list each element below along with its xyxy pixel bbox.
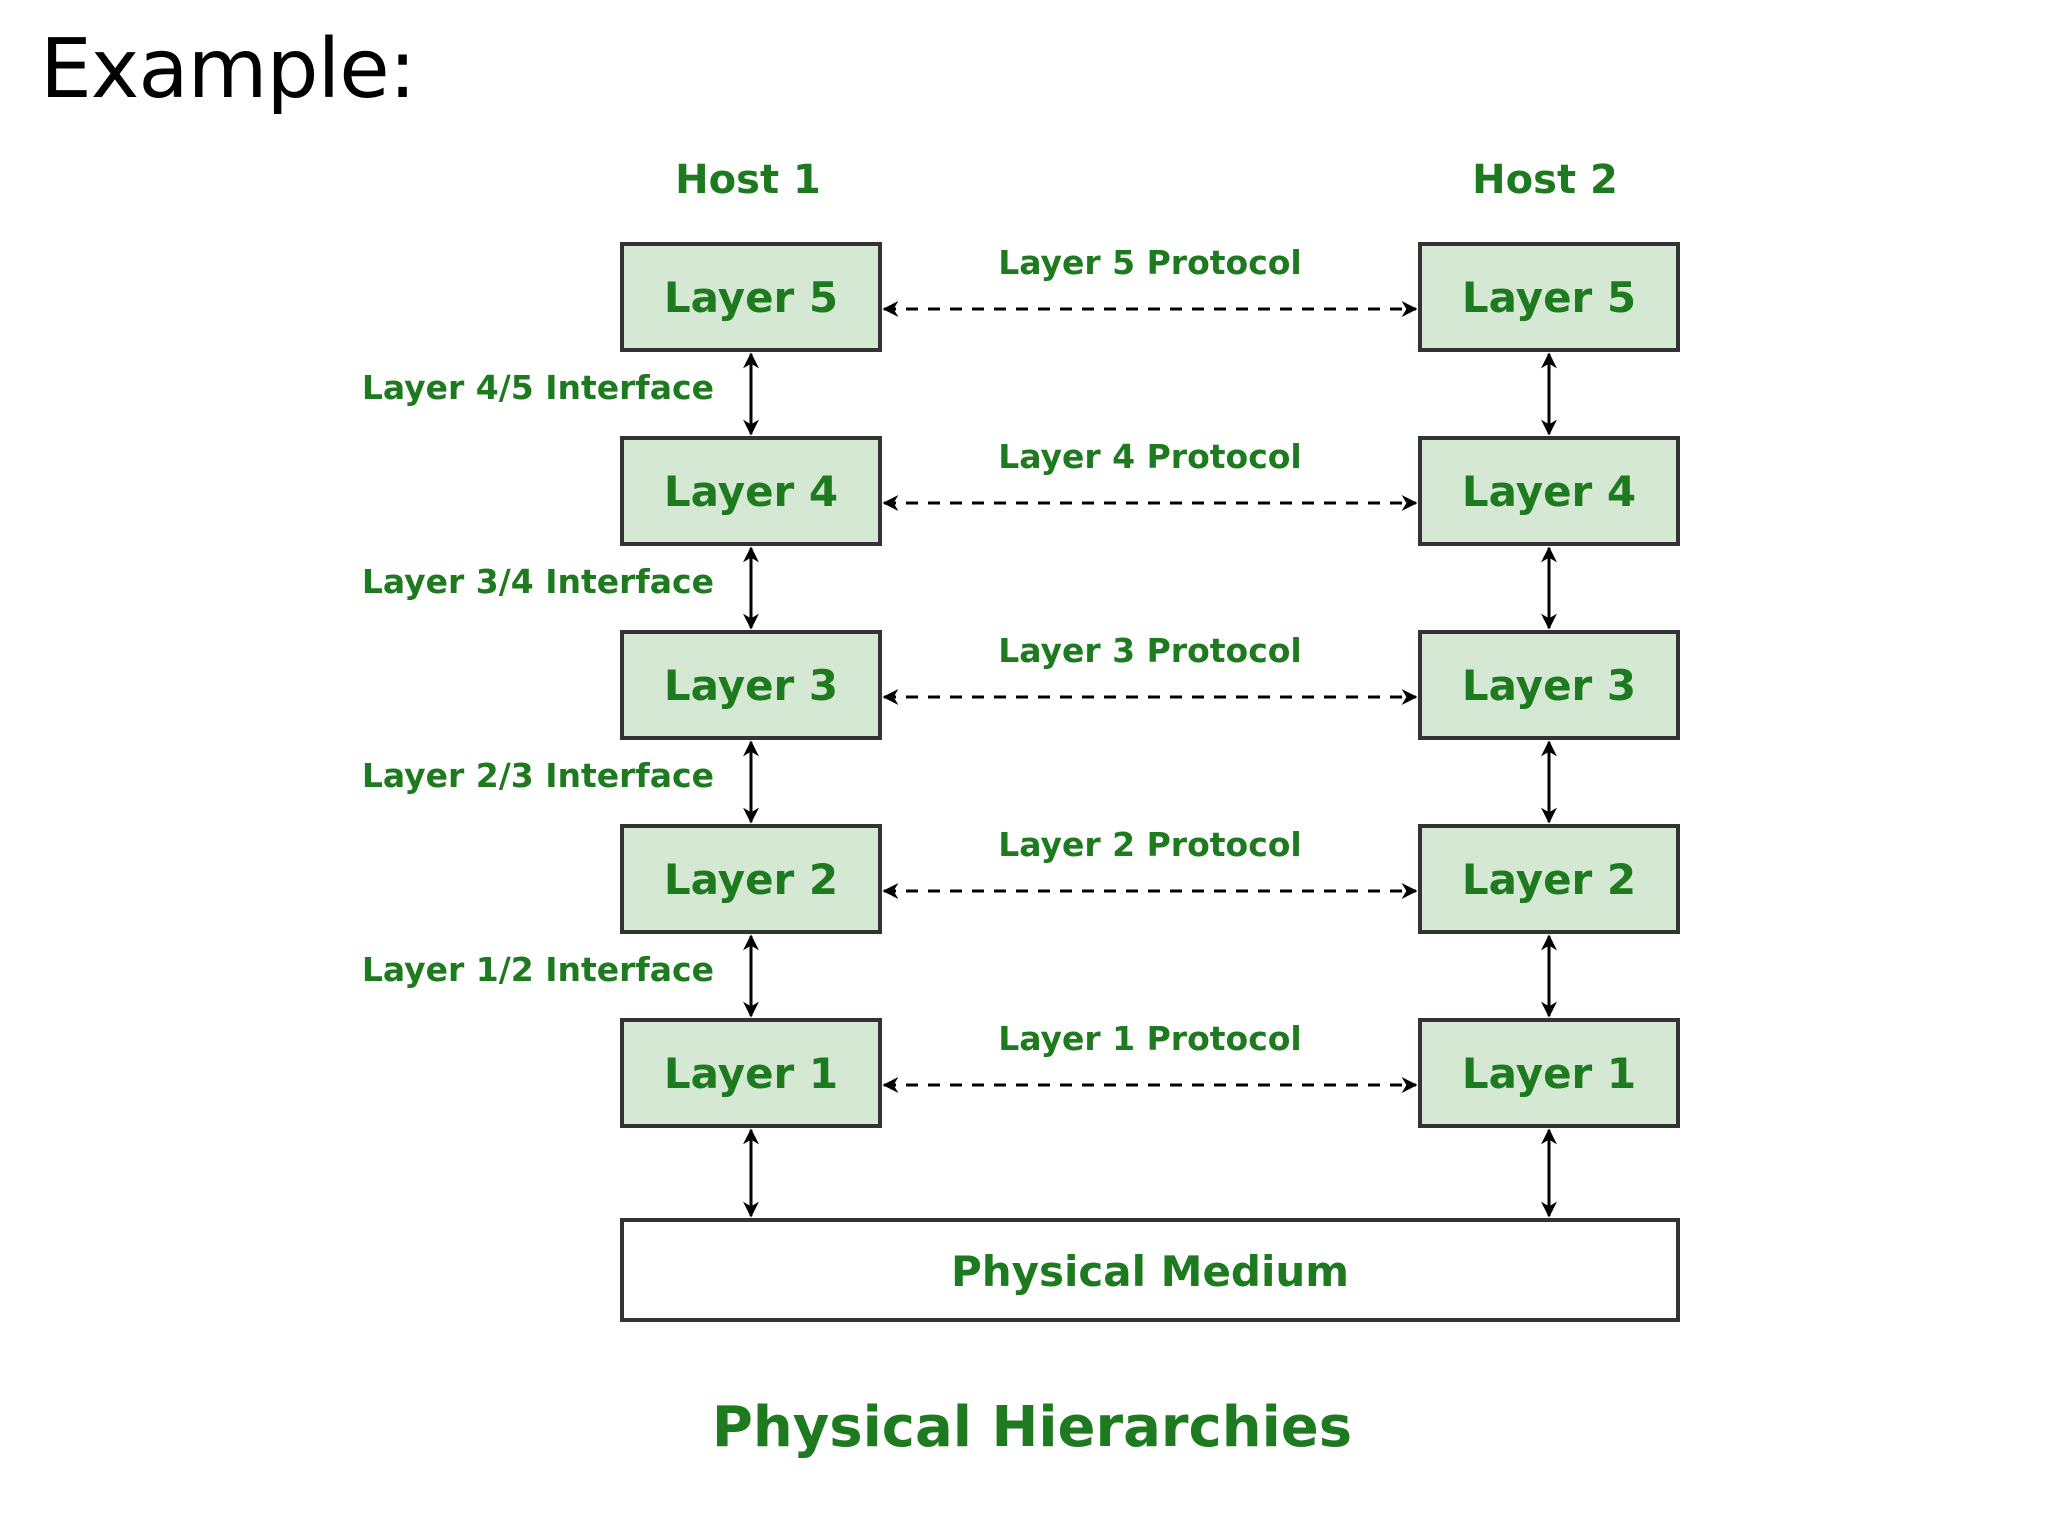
interface-label-2: Layer 3/4 Interface xyxy=(362,562,714,601)
protocol-label-5: Layer 1 Protocol xyxy=(998,1019,1302,1058)
host-1-layer-label-2: Layer 4 xyxy=(664,467,838,516)
host-2-layer-box-3 xyxy=(1418,630,1680,740)
host-1-label: Host 1 xyxy=(675,157,821,203)
host-1-layer-label-5: Layer 1 xyxy=(664,1049,838,1098)
protocol-label-1: Layer 5 Protocol xyxy=(998,243,1302,282)
diagram-caption: Physical Hierarchies xyxy=(712,1395,1352,1460)
interface-label-3: Layer 2/3 Interface xyxy=(362,756,714,795)
layers-group: Layer 5 Layer 4 Layer 3 Layer 2 Layer 1 Layer… xyxy=(620,242,1680,1218)
host-2-layer-label-1: Layer 5 xyxy=(1462,273,1636,322)
host-1-layer-label-3: Layer 3 xyxy=(664,661,838,710)
host-2-layer-box-5 xyxy=(1418,1018,1680,1128)
host-1-layer-box-3 xyxy=(620,630,882,740)
host-1-layer-box-1 xyxy=(620,242,882,352)
host-1-layer-label-1: Layer 5 xyxy=(664,273,838,322)
physical-medium-label: Physical Medium xyxy=(951,1247,1349,1296)
host-2-layer-label-5: Layer 1 xyxy=(1462,1049,1636,1098)
host-2-layer-box-2 xyxy=(1418,436,1680,546)
host-2-label: Host 2 xyxy=(1472,157,1618,203)
physical-medium-box xyxy=(620,1218,1680,1322)
interface-label-4: Layer 1/2 Interface xyxy=(362,950,714,989)
protocol-label-3: Layer 3 Protocol xyxy=(998,631,1302,670)
host-2-layer-box-1 xyxy=(1418,242,1680,352)
host-2-layer-label-2: Layer 4 xyxy=(1462,467,1636,516)
host-2-layer-label-3: Layer 3 xyxy=(1462,661,1636,710)
host-2-layer-label-4: Layer 2 xyxy=(1462,855,1636,904)
host-1-layer-label-4: Layer 2 xyxy=(664,855,838,904)
slide-heading: Example: xyxy=(40,22,416,117)
host-1-layer-box-2 xyxy=(620,436,882,546)
host-1-layer-box-5 xyxy=(620,1018,882,1128)
interface-label-1: Layer 4/5 Interface xyxy=(362,368,714,407)
protocol-label-2: Layer 4 Protocol xyxy=(998,437,1302,476)
host-1-layer-box-4 xyxy=(620,824,882,934)
host-2-layer-box-4 xyxy=(1418,824,1680,934)
protocol-label-4: Layer 2 Protocol xyxy=(998,825,1302,864)
